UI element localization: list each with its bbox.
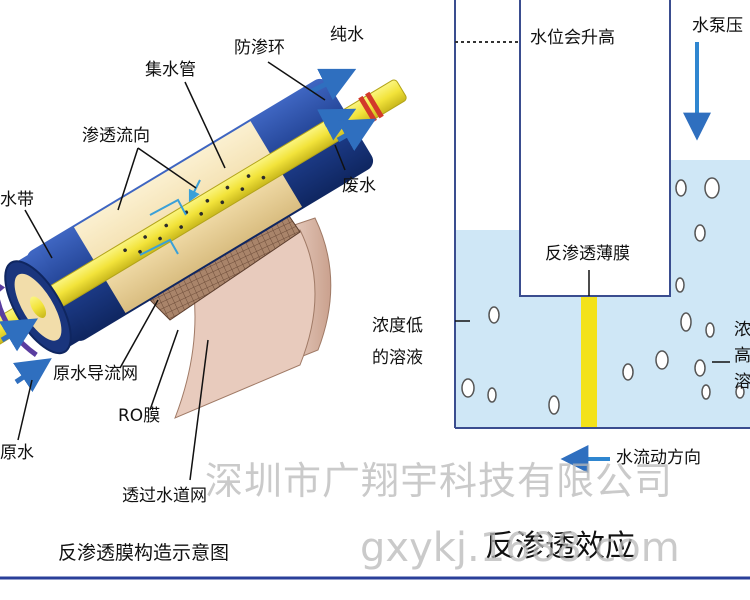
label-permeate-flow: 渗透流向	[82, 126, 150, 146]
label-raw-water-spacer: 原水导流网	[53, 364, 138, 384]
ro-membrane-element	[0, 61, 407, 481]
bubbles	[461, 177, 745, 415]
label-ro-thin-membrane: 反渗透薄膜	[545, 244, 630, 264]
cylinder-body	[0, 78, 407, 357]
label-water-level-rises: 水位会升高	[530, 28, 615, 48]
label-flow-direction: 水流动方向	[616, 448, 701, 468]
label-permeate-channel-mesh: 透过水道网	[122, 486, 207, 506]
label-high-concentration-3: 溶	[734, 372, 750, 392]
ro-membrane-strip	[581, 296, 597, 428]
ro-effect-diagram	[454, 0, 750, 473]
label-ro-membrane: RO膜	[118, 406, 161, 426]
label-high-concentration-1: 浓	[734, 320, 750, 340]
watermark-company: 深圳市广翔宇科技有限公司	[205, 459, 674, 503]
label-raw-water: 原水	[0, 443, 34, 463]
label-waste-water: 废水	[342, 176, 376, 196]
raw-water-arrows	[0, 318, 52, 393]
caption-left: 反渗透膜构造示意图	[58, 542, 230, 564]
label-low-concentration-1: 浓度低	[372, 316, 423, 336]
label-water-band: 水带	[0, 190, 34, 210]
label-high-concentration-2: 高	[734, 346, 750, 366]
label-anti-seep-ring: 防渗环	[234, 38, 285, 58]
unrolled-sheets	[149, 209, 332, 419]
pure-water-arrows	[308, 68, 377, 151]
caption-right: 反渗透效应	[485, 529, 635, 564]
label-pure-water: 纯水	[330, 25, 364, 45]
leader-lines	[17, 61, 346, 481]
permeate-flow-arrows	[139, 179, 201, 256]
label-collector-tube: 集水管	[145, 60, 196, 80]
watermark-site: gxykj.1688.com	[360, 525, 680, 571]
label-low-concentration-2: 的溶液	[372, 348, 423, 368]
label-pump-pressure: 水泵压	[692, 16, 743, 36]
